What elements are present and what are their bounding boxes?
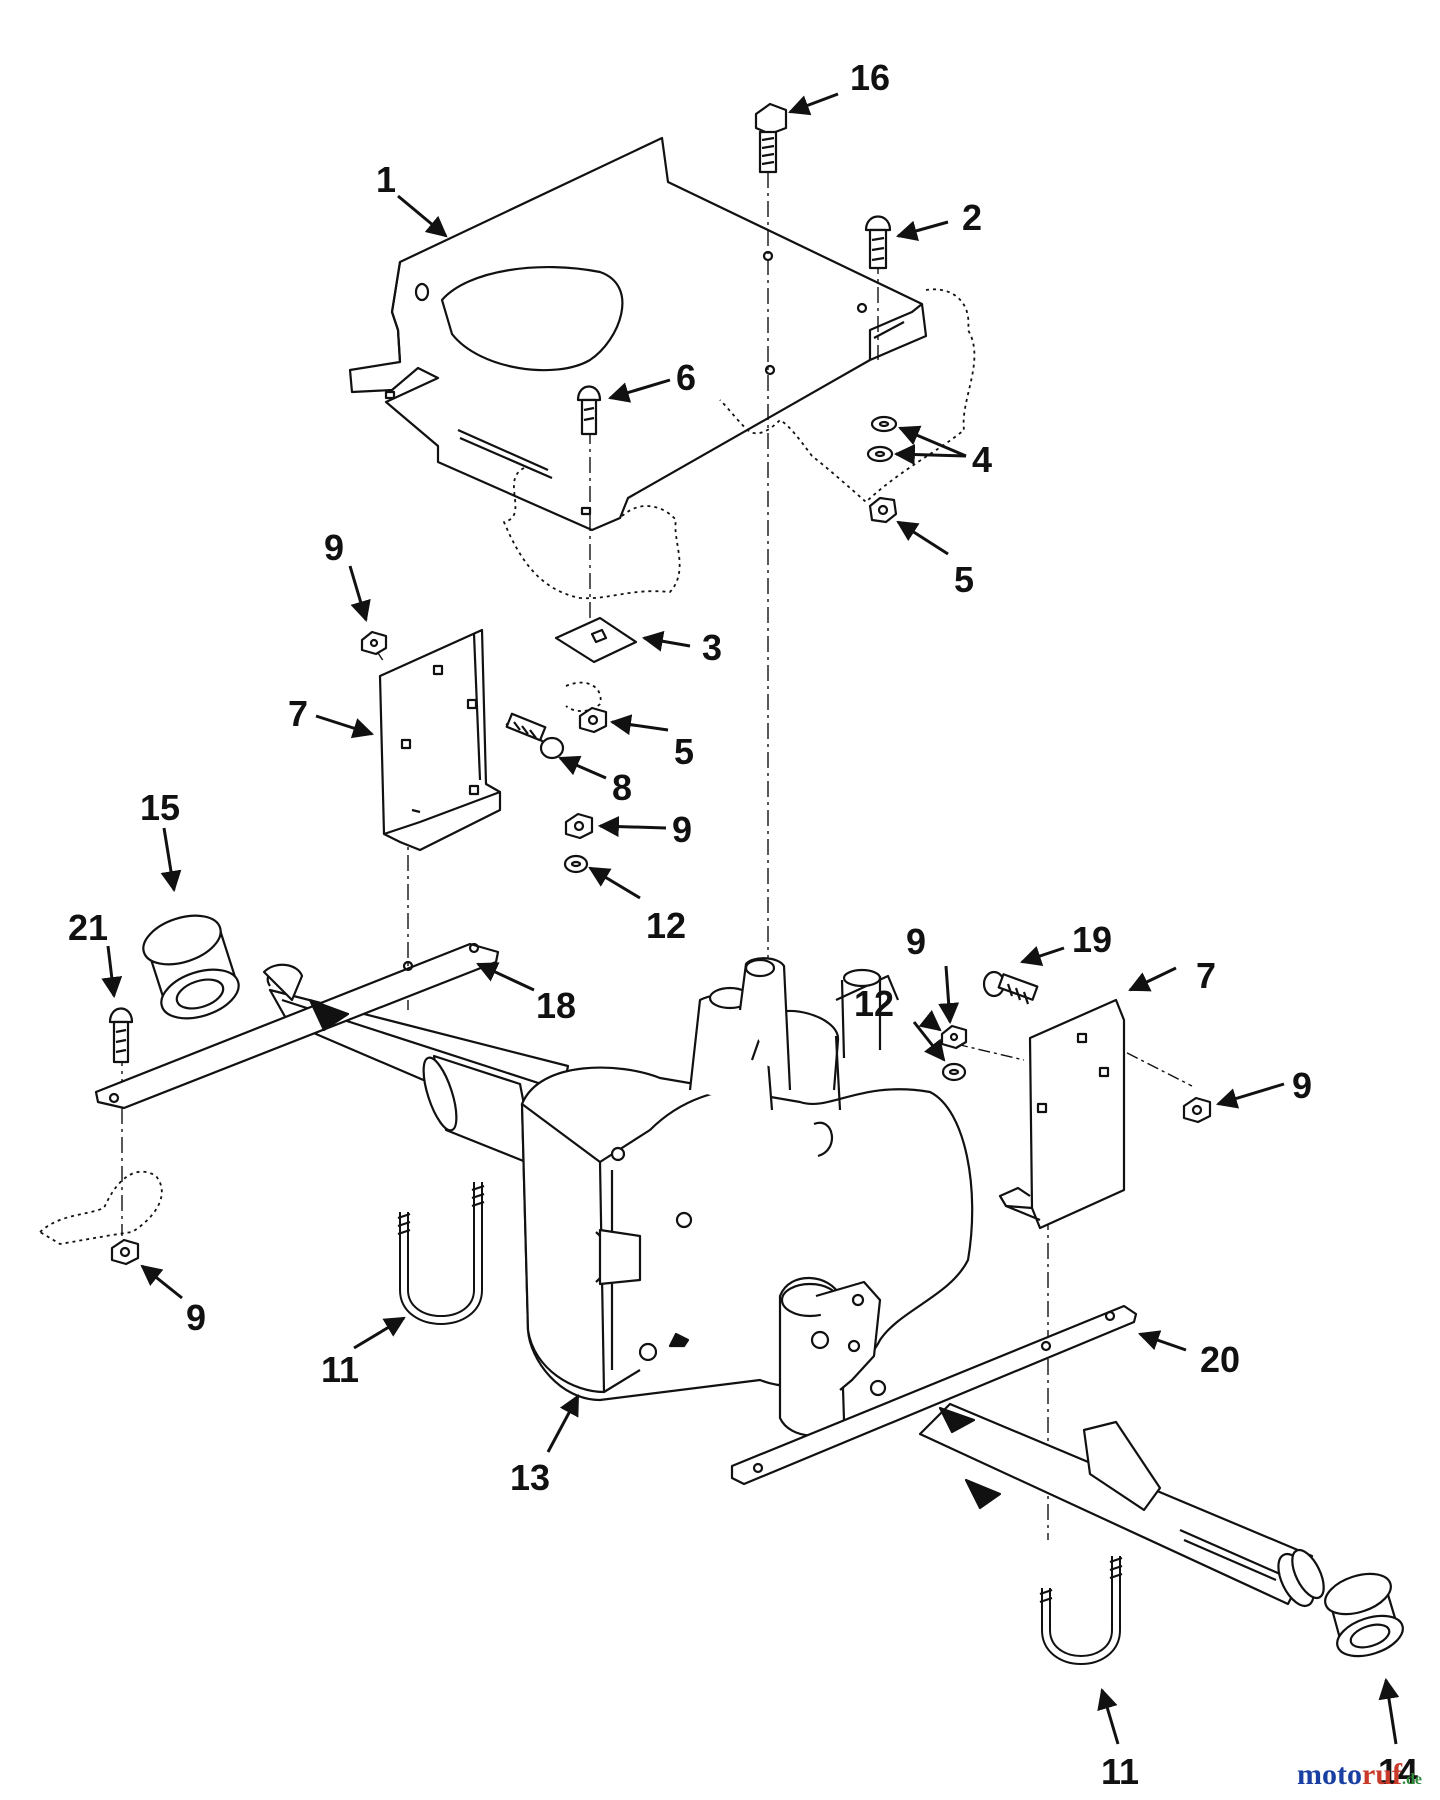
watermark-logo: motoruf.de	[1297, 1758, 1422, 1791]
callout-16: 16	[850, 57, 890, 98]
callout-9-right-upper: 9	[906, 921, 926, 962]
callout-12-mid: 12	[646, 905, 686, 946]
callout-9-mid: 9	[672, 809, 692, 850]
nut-9-right-lower	[1182, 1096, 1212, 1124]
mounting-plate	[348, 136, 928, 532]
callout-11-left: 11	[321, 1349, 359, 1390]
callout-18: 18	[536, 985, 576, 1026]
callout-9-right-lower: 9	[1292, 1065, 1312, 1106]
u-bolt-11-right	[1039, 1556, 1123, 1665]
callout-4: 4	[972, 439, 992, 480]
callout-1: 1	[376, 159, 396, 200]
bolt-19	[982, 970, 1039, 1005]
bolt-8	[505, 712, 565, 760]
axle-right	[918, 1402, 1325, 1608]
nut-9-right-upper	[940, 1024, 968, 1050]
square-plate-3	[554, 616, 638, 664]
nut-9-top-left	[360, 630, 388, 656]
callout-7-right: 7	[1196, 955, 1216, 996]
u-bolt-11-left	[397, 1182, 485, 1325]
callout-3: 3	[702, 627, 722, 668]
callout-13: 13	[510, 1457, 550, 1498]
washer-12-mid	[563, 854, 589, 874]
nut-5-top	[868, 496, 898, 524]
washers-4	[866, 415, 898, 463]
nut-5-mid	[578, 706, 608, 734]
callout-19: 19	[1072, 919, 1112, 960]
callout-5-top: 5	[954, 559, 974, 600]
spacer-15	[142, 914, 240, 1020]
strap-18	[94, 942, 500, 1110]
bolt-16	[754, 102, 788, 174]
axle-left	[262, 963, 570, 1168]
callout-8: 8	[612, 767, 632, 808]
callout-14: 14	[1378, 1751, 1418, 1792]
callout-20: 20	[1200, 1339, 1240, 1380]
bracket-7-right	[998, 998, 1126, 1230]
spacer-14	[1324, 1572, 1404, 1658]
carriage-bolt-6	[576, 385, 602, 436]
nut-9-mid	[564, 812, 594, 840]
bracket-7-left	[378, 628, 502, 852]
callout-7-left: 7	[288, 693, 308, 734]
callout-11-right: 11	[1101, 1751, 1139, 1792]
callout-5-mid: 5	[674, 731, 694, 772]
washer-12-right	[941, 1062, 967, 1082]
carriage-bolt-21	[108, 1007, 134, 1064]
callout-12-right: 12	[854, 983, 894, 1024]
callout-6: 6	[676, 357, 696, 398]
transaxle-13	[520, 957, 974, 1437]
callout-9-lower-left: 9	[186, 1297, 206, 1338]
callout-21: 21	[68, 907, 108, 948]
callout-9-top-left: 9	[324, 527, 344, 568]
callout-15: 15	[140, 787, 180, 828]
strap-20	[730, 1304, 1138, 1486]
callout-2: 2	[962, 197, 982, 238]
nut-9-lower-left	[110, 1238, 140, 1266]
carriage-bolt-2	[864, 215, 892, 270]
